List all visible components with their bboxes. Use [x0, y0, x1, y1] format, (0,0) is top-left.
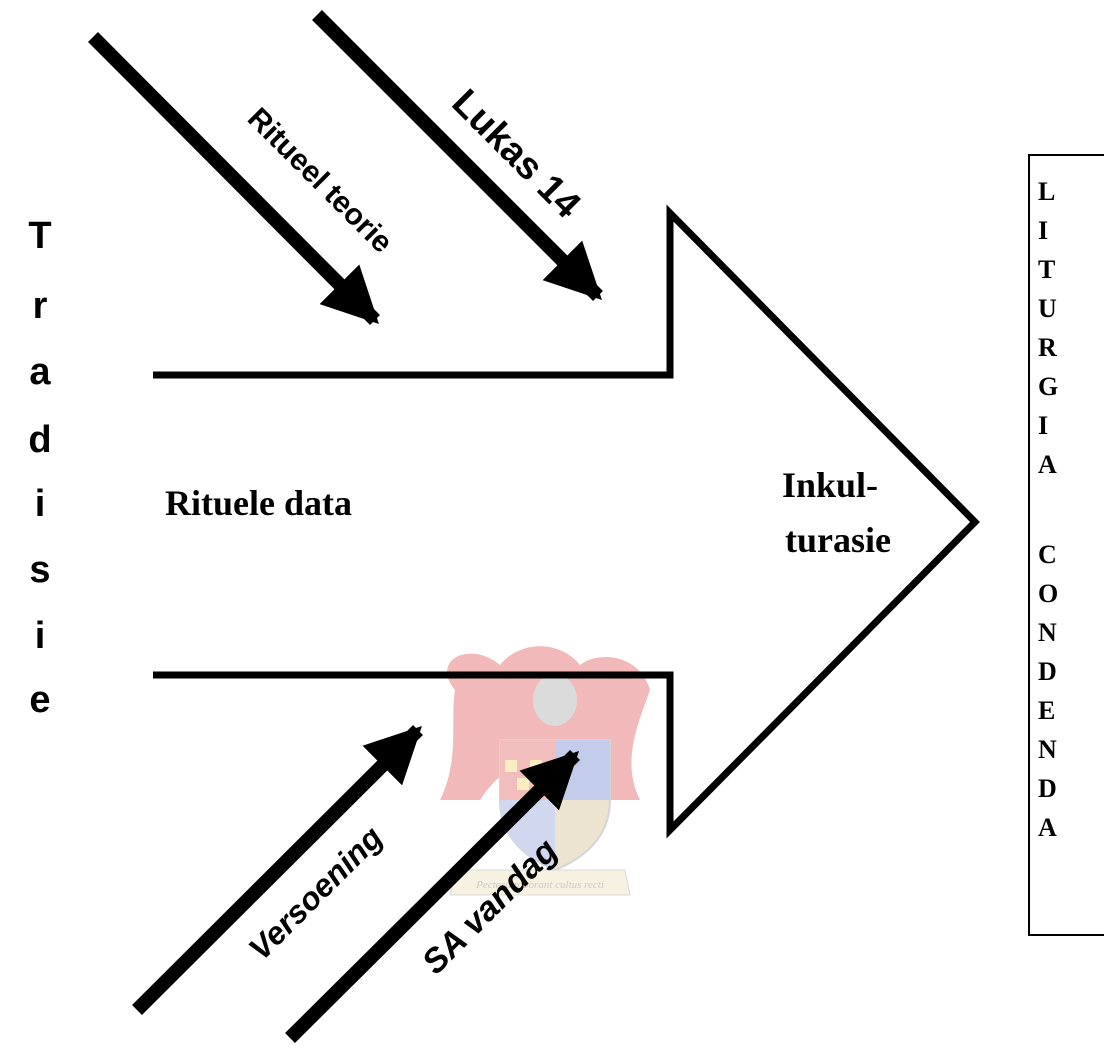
arrow-versoening — [132, 725, 423, 1015]
result-letter: O — [1038, 579, 1058, 608]
label-sa-vandag: SA vandag — [415, 831, 565, 981]
tradition-letter: s — [29, 549, 50, 591]
tradition-letter: T — [28, 215, 51, 257]
result-letter: D — [1038, 774, 1057, 803]
result-letter: C — [1038, 540, 1057, 569]
result-letter: D — [1038, 657, 1057, 686]
tradition-letter: r — [33, 285, 48, 327]
main-arrow-label: Rituele data — [165, 483, 352, 523]
result-letter: A — [1038, 450, 1057, 479]
result-letter: N — [1038, 618, 1057, 647]
result-letter: N — [1038, 735, 1057, 764]
result-box-text: L I T U R G I A C O N D E N D A — [1038, 177, 1058, 842]
crest-motto: Pectora roborant cultus recti — [475, 879, 604, 891]
result-letter: T — [1038, 255, 1055, 284]
tradition-label: T r a d i s i e — [28, 215, 51, 721]
arrow-lukas-14 — [312, 10, 603, 301]
arrow-ritueel-teorie — [88, 32, 380, 325]
arrow-sa-vandag — [285, 750, 580, 1043]
result-letter: I — [1038, 216, 1048, 245]
tradition-letter: e — [29, 679, 50, 721]
tip-label-line2: turasie — [785, 520, 891, 560]
tradition-letter: a — [29, 351, 51, 393]
result-letter: R — [1038, 333, 1057, 362]
result-letter: G — [1038, 372, 1058, 401]
result-letter: L — [1038, 177, 1055, 206]
tradition-letter: i — [35, 615, 46, 657]
result-letter: A — [1038, 813, 1057, 842]
result-letter: E — [1038, 696, 1055, 725]
tip-label-line1: Inkul- — [782, 465, 878, 505]
tradition-letter: i — [35, 483, 46, 525]
main-arrow-outline — [153, 204, 980, 839]
result-letter: I — [1038, 411, 1048, 440]
tradition-letter: d — [28, 419, 51, 461]
label-ritueel-teorie: Ritueel teorie — [241, 102, 399, 260]
result-letter: U — [1038, 294, 1057, 323]
result-box — [1028, 154, 1104, 936]
